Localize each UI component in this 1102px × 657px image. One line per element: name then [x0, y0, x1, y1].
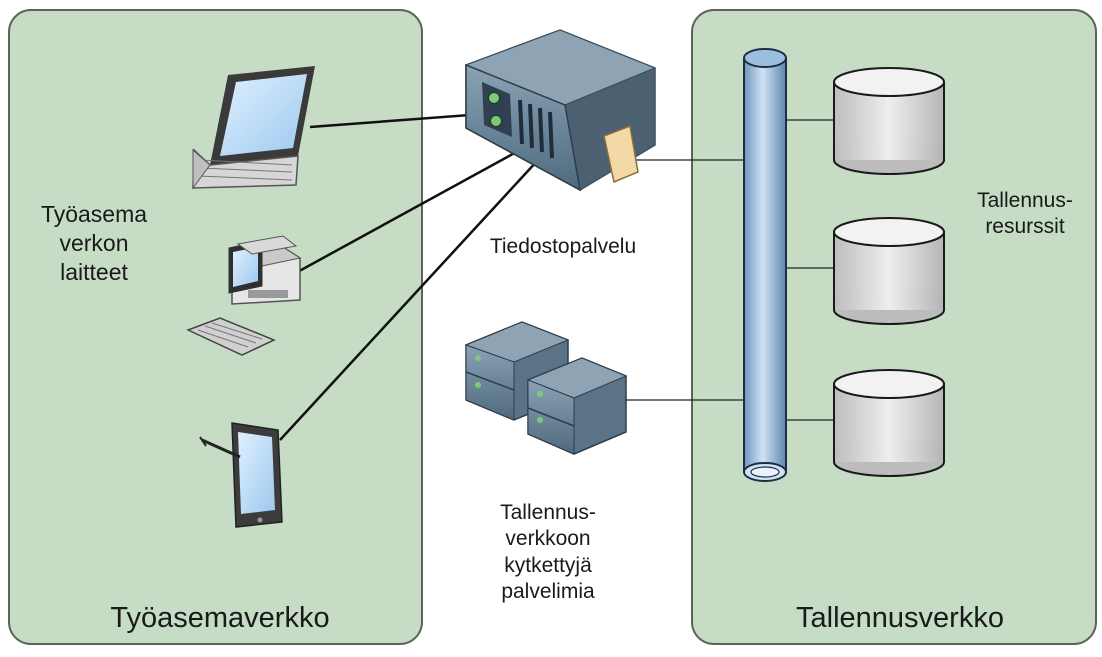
connections — [279, 113, 539, 441]
laptop-icon — [192, 66, 315, 190]
disk-icon — [833, 369, 945, 477]
storage-connections — [624, 119, 834, 421]
san-servers-line: Tallennus- — [500, 501, 596, 524]
san-servers-label: Tallennus- verkkoon kytkettyjä palvelimi… — [458, 500, 638, 605]
storage-network-zone — [691, 9, 1097, 645]
desktop-connection — [291, 148, 521, 277]
storage-resources-line: Tallennus- — [977, 189, 1073, 212]
san-servers-line: verkkoon — [505, 527, 591, 551]
tablet-connection — [279, 159, 539, 441]
file-server-icon — [464, 29, 657, 192]
workstation-devices-line: laitteet — [60, 258, 128, 285]
storage-bus-pipe — [743, 48, 787, 482]
disk-icon — [833, 217, 945, 325]
workstation-devices-line: verkon — [59, 229, 129, 256]
storage-resources-label: Tallennus- resurssit — [960, 188, 1090, 241]
tablet-icon — [199, 422, 283, 528]
file-server-label: Tiedostopalvelu — [489, 235, 637, 258]
workstation-devices-label: Työasema verkon laitteet — [24, 200, 164, 286]
san-servers-line: palvelimia — [501, 579, 595, 603]
disk-icon — [833, 67, 945, 175]
laptop-connection — [309, 113, 471, 129]
storage-resources-line: resurssit — [985, 215, 1065, 239]
server-rack-icon — [464, 321, 628, 455]
workstation-devices-line: Työasema — [40, 201, 148, 227]
storage-network-title: Tallennusverkko — [796, 602, 1004, 634]
san-servers-line: kytkettyjä — [504, 553, 592, 577]
desktop-computer-icon — [186, 235, 302, 356]
workstation-network-title: Työasemaverkko — [110, 602, 330, 634]
